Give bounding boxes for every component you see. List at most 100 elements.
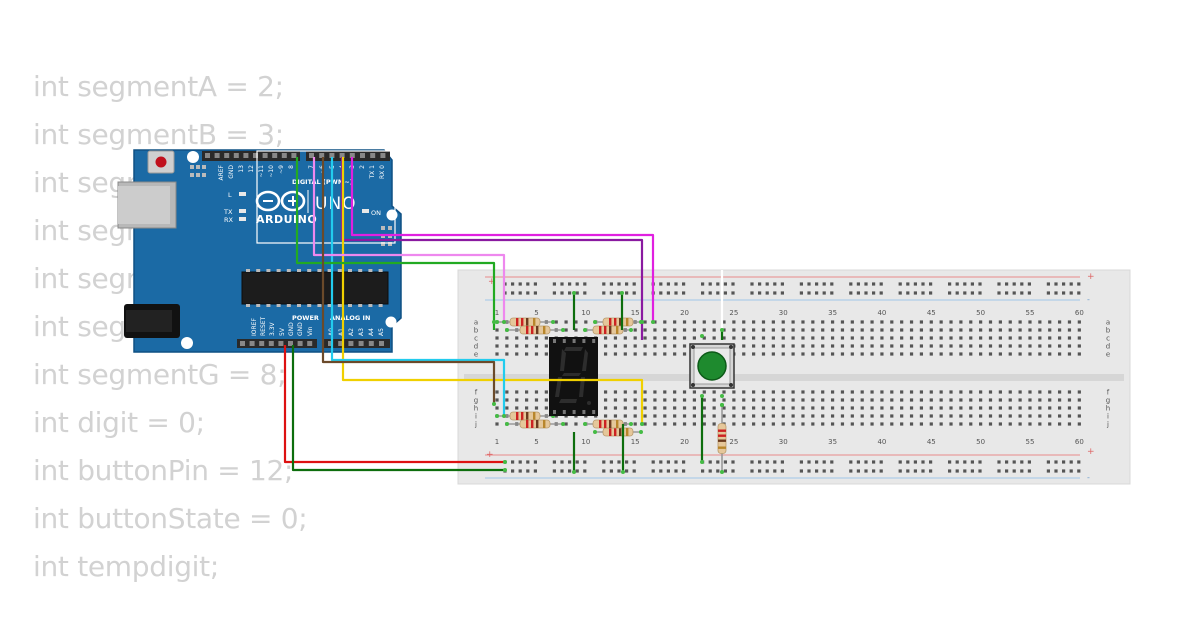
- rail-hole[interactable]: [807, 460, 811, 464]
- header-pin[interactable]: [358, 341, 364, 346]
- rail-hole[interactable]: [830, 291, 834, 295]
- breadboard-hole[interactable]: [969, 414, 973, 418]
- breadboard-hole[interactable]: [1018, 336, 1022, 340]
- breadboard-hole[interactable]: [564, 320, 568, 324]
- breadboard-hole[interactable]: [791, 414, 795, 418]
- breadboard-hole[interactable]: [682, 390, 687, 394]
- rail-hole[interactable]: [568, 291, 572, 295]
- rail-hole[interactable]: [682, 291, 686, 295]
- rail-hole[interactable]: [929, 282, 933, 286]
- breadboard-hole[interactable]: [830, 336, 835, 340]
- rail-hole[interactable]: [799, 282, 803, 286]
- rail-hole[interactable]: [849, 282, 853, 286]
- breadboard-hole[interactable]: [860, 336, 864, 340]
- breadboard-hole[interactable]: [900, 336, 904, 340]
- breadboard-hole[interactable]: [1048, 422, 1052, 426]
- breadboard-hole[interactable]: [1077, 398, 1081, 402]
- breadboard-hole[interactable]: [979, 414, 983, 418]
- rail-hole[interactable]: [568, 460, 572, 464]
- breadboard-hole[interactable]: [909, 406, 914, 410]
- breadboard-hole[interactable]: [988, 336, 993, 340]
- breadboard-hole[interactable]: [1008, 336, 1012, 340]
- breadboard-hole[interactable]: [663, 336, 667, 340]
- rail-hole[interactable]: [879, 460, 883, 464]
- breadboard-hole[interactable]: [919, 336, 924, 340]
- breadboard-hole[interactable]: [673, 398, 677, 402]
- rail-hole[interactable]: [849, 460, 853, 464]
- breadboard-hole[interactable]: [752, 398, 756, 402]
- breadboard-hole[interactable]: [633, 336, 637, 340]
- header-pin[interactable]: [240, 341, 245, 346]
- breadboard-hole[interactable]: [534, 344, 539, 348]
- breadboard-hole[interactable]: [495, 390, 499, 394]
- header-pin[interactable]: [360, 153, 365, 158]
- breadboard-hole[interactable]: [673, 406, 677, 410]
- header-pin[interactable]: [329, 153, 335, 158]
- rail-hole[interactable]: [963, 282, 967, 286]
- rail-hole[interactable]: [913, 469, 917, 473]
- rail-hole[interactable]: [674, 282, 678, 286]
- breadboard-hole[interactable]: [900, 422, 904, 426]
- breadboard-hole[interactable]: [919, 352, 924, 356]
- breadboard-hole[interactable]: [909, 320, 914, 324]
- breadboard-hole[interactable]: [722, 414, 726, 418]
- breadboard-hole[interactable]: [752, 344, 756, 348]
- breadboard-hole[interactable]: [603, 390, 608, 394]
- rail-hole[interactable]: [533, 282, 537, 286]
- breadboard-hole[interactable]: [534, 390, 539, 394]
- rail-hole[interactable]: [1054, 291, 1058, 295]
- breadboard-hole[interactable]: [673, 422, 677, 426]
- breadboard-hole[interactable]: [850, 344, 854, 348]
- breadboard-hole[interactable]: [979, 344, 983, 348]
- breadboard-hole[interactable]: [840, 336, 845, 340]
- breadboard-hole[interactable]: [929, 328, 933, 332]
- breadboard-hole[interactable]: [653, 352, 657, 356]
- header-pin[interactable]: [268, 341, 274, 346]
- breadboard-hole[interactable]: [692, 336, 696, 340]
- breadboard-hole[interactable]: [1077, 328, 1081, 332]
- rail-hole[interactable]: [872, 282, 876, 286]
- breadboard-hole[interactable]: [761, 344, 766, 348]
- breadboard-hole[interactable]: [890, 328, 894, 332]
- breadboard-hole[interactable]: [633, 406, 637, 410]
- rail-hole[interactable]: [632, 291, 636, 295]
- breadboard-hole[interactable]: [525, 344, 529, 348]
- rail-hole[interactable]: [583, 282, 587, 286]
- rail-hole[interactable]: [716, 460, 720, 464]
- header-pin[interactable]: [379, 341, 384, 346]
- breadboard-hole[interactable]: [682, 422, 687, 426]
- header-pin[interactable]: [262, 153, 268, 158]
- breadboard-hole[interactable]: [732, 336, 736, 340]
- breadboard-hole[interactable]: [801, 390, 805, 394]
- rail-hole[interactable]: [625, 291, 629, 295]
- rail-hole[interactable]: [1062, 469, 1066, 473]
- rail-hole[interactable]: [879, 469, 883, 473]
- rail-hole[interactable]: [708, 282, 712, 286]
- breadboard-hole[interactable]: [673, 344, 677, 348]
- breadboard-hole[interactable]: [722, 320, 726, 324]
- breadboard-hole[interactable]: [801, 336, 805, 340]
- breadboard-hole[interactable]: [633, 328, 637, 332]
- rail-hole[interactable]: [898, 282, 902, 286]
- breadboard-hole[interactable]: [1028, 414, 1032, 418]
- breadboard-hole[interactable]: [998, 352, 1002, 356]
- breadboard-hole[interactable]: [909, 344, 914, 348]
- breadboard-hole[interactable]: [791, 422, 795, 426]
- breadboard-hole[interactable]: [1057, 390, 1062, 394]
- header-pin[interactable]: [368, 341, 374, 346]
- breadboard-hole[interactable]: [1067, 320, 1072, 324]
- breadboard-hole[interactable]: [850, 320, 854, 324]
- rail-hole[interactable]: [872, 469, 876, 473]
- breadboard-hole[interactable]: [919, 414, 924, 418]
- rail-hole[interactable]: [602, 282, 606, 286]
- breadboard-hole[interactable]: [771, 320, 775, 324]
- rail-hole[interactable]: [511, 460, 515, 464]
- rail-hole[interactable]: [552, 291, 556, 295]
- breadboard-hole[interactable]: [623, 336, 627, 340]
- header-pin[interactable]: [214, 153, 220, 158]
- breadboard-hole[interactable]: [840, 352, 845, 356]
- breadboard-hole[interactable]: [979, 398, 983, 402]
- breadboard-hole[interactable]: [544, 336, 548, 340]
- rail-hole[interactable]: [1020, 291, 1024, 295]
- rail-hole[interactable]: [773, 282, 777, 286]
